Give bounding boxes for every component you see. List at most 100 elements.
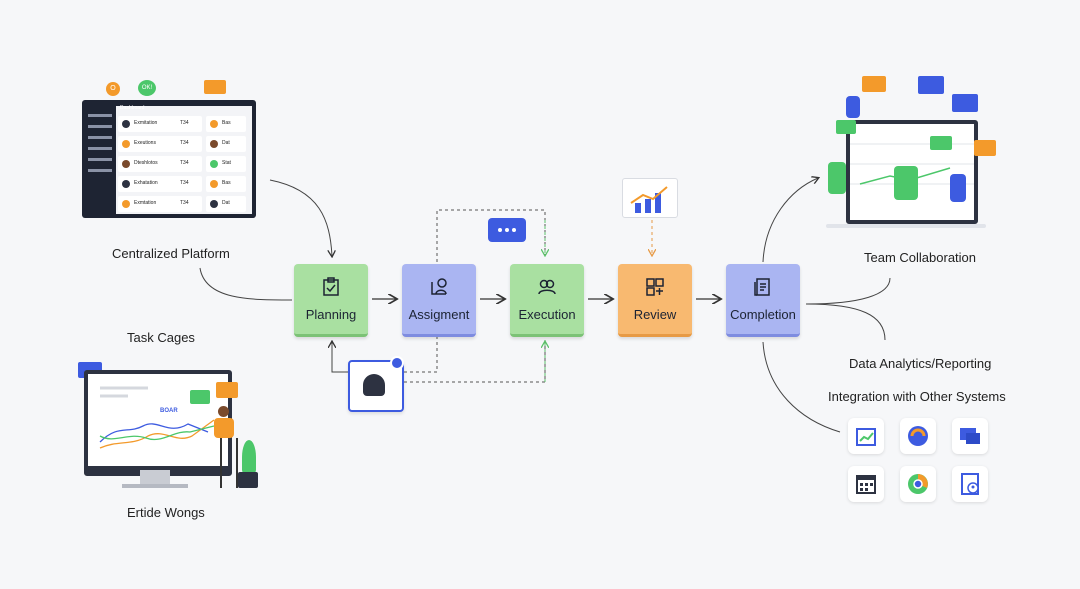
team-icon [536, 276, 558, 307]
person-green-center-icon [894, 166, 918, 200]
profile-window-icon[interactable] [952, 466, 988, 502]
clipboard-check-icon [320, 276, 342, 307]
bubble-left-text: O [110, 85, 116, 92]
stage-review[interactable]: Review [618, 264, 692, 337]
chart-badge: BOAR [160, 408, 178, 414]
stage-label: Review [633, 307, 677, 322]
row-right-avatar [210, 200, 218, 208]
dashboard-illustration: O OK! Dashboard Exmitation T34 Bas Exeut… [82, 80, 256, 218]
document-check-icon [752, 276, 774, 307]
row-name: Exmitation [134, 120, 158, 126]
message-orange-right-icon [974, 140, 996, 156]
row-right-text: Dat [222, 140, 230, 146]
dashboard-row[interactable]: Exhatation T34 Bas [118, 176, 250, 192]
message-orange-icon [204, 80, 226, 94]
row-card-left [118, 176, 202, 192]
row-value: T34 [180, 140, 189, 146]
row-value: T34 [180, 180, 189, 186]
person-head-icon [218, 406, 229, 417]
row-value: T34 [180, 160, 189, 166]
label-task-cages: Task Cages [127, 330, 195, 345]
chat-bubble-green-icon: OK! [138, 80, 156, 96]
message-blue-dots-icon [952, 94, 978, 112]
message-green-left-icon [836, 120, 856, 134]
team-collaboration-illustration [826, 76, 1006, 230]
row-right-text: Bas [222, 120, 231, 126]
collab-screen [846, 120, 978, 224]
row-name: Exhatation [134, 180, 158, 186]
row-card-left [118, 136, 202, 152]
row-name: Exmtation [134, 200, 157, 206]
stage-assigment[interactable]: Assigment [402, 264, 476, 337]
stage-completion[interactable]: Completion [726, 264, 800, 337]
message-green-icon [190, 390, 210, 404]
label-team-collaboration: Team Collaboration [864, 250, 977, 265]
row-card-left [118, 156, 202, 172]
plant-icon [242, 440, 256, 474]
dashboard-screen: Dashboard Exmitation T34 Bas Exeutions T… [82, 100, 256, 218]
message-orange-small-icon [216, 382, 238, 398]
row-right-avatar [210, 140, 218, 148]
row-name: Exeutions [134, 140, 156, 146]
row-right-text: Bas [222, 180, 231, 186]
dashboard-row[interactable]: Dteshlotos T34 Stat [118, 156, 250, 172]
person-green-left-icon [828, 162, 846, 194]
row-value: T34 [180, 120, 189, 126]
calendar-chart-icon[interactable] [848, 418, 884, 454]
collab-base [826, 224, 986, 228]
notification-dot-icon [390, 356, 404, 370]
cloud-circle-icon[interactable] [900, 418, 936, 454]
row-right-avatar [210, 180, 218, 188]
row-right-avatar [210, 160, 218, 168]
user-profile-card[interactable] [348, 356, 404, 412]
chrome-circle-icon[interactable] [900, 466, 936, 502]
monitor-stand [140, 470, 170, 484]
chat-dots-icon [488, 218, 526, 242]
stage-label: Assigment [408, 307, 470, 322]
row-right-avatar [210, 120, 218, 128]
row-right-text: Stat [222, 160, 231, 166]
bubble-right-text: OK! [141, 85, 153, 91]
dashboard-row[interactable]: Exeutions T34 Dat [118, 136, 250, 152]
ladder-icon [220, 438, 238, 488]
row-name: Dteshlotos [134, 160, 158, 166]
bar-chart-card-icon [622, 178, 678, 218]
row-avatar [122, 180, 130, 188]
label-data-analytics: Data Analytics/Reporting [849, 356, 992, 371]
row-card-left [118, 116, 202, 132]
message-blue-top-icon [918, 76, 944, 94]
line-chart-graphic [99, 386, 215, 449]
row-card-left [118, 196, 202, 212]
dashboard-sidebar [88, 108, 112, 180]
dashboard-title: Dashboard [120, 105, 145, 111]
user-assign-icon [428, 276, 450, 307]
stage-planning[interactable]: Planning [294, 264, 368, 337]
message-green-screen-icon [930, 136, 952, 150]
calendar-grid-icon[interactable] [848, 466, 884, 502]
dashboard-panel: Dashboard Exmitation T34 Bas Exeutions T… [116, 105, 252, 214]
user-avatar-icon [363, 374, 385, 396]
plant-pot-icon [238, 472, 258, 488]
person-blue-top-icon [846, 96, 860, 118]
stage-execution[interactable]: Execution [510, 264, 584, 337]
row-right-text: Dat [222, 200, 230, 206]
row-avatar [122, 160, 130, 168]
chat-window-icon[interactable] [952, 418, 988, 454]
review-grid-icon [644, 276, 666, 307]
row-avatar [122, 140, 130, 148]
stage-label: Execution [518, 307, 576, 322]
person-blue-right-icon [950, 174, 966, 202]
monitor-base [122, 484, 188, 488]
chart-monitor-illustration: BOAR [78, 362, 264, 492]
message-orange-top-icon [862, 76, 886, 92]
dashboard-row[interactable]: Exmitation T34 Bas [118, 116, 250, 132]
dashboard-row[interactable]: Exmtation T34 Dat [118, 196, 250, 212]
stage-label: Planning [305, 307, 357, 322]
label-integration: Integration with Other Systems [828, 389, 1006, 404]
row-value: T34 [180, 200, 189, 206]
chat-bubble-orange-icon: O [106, 82, 120, 96]
person-on-ladder-icon [214, 418, 234, 438]
label-erude-wongs: Ertide Wongs [127, 505, 205, 520]
stage-label: Completion [730, 307, 796, 322]
